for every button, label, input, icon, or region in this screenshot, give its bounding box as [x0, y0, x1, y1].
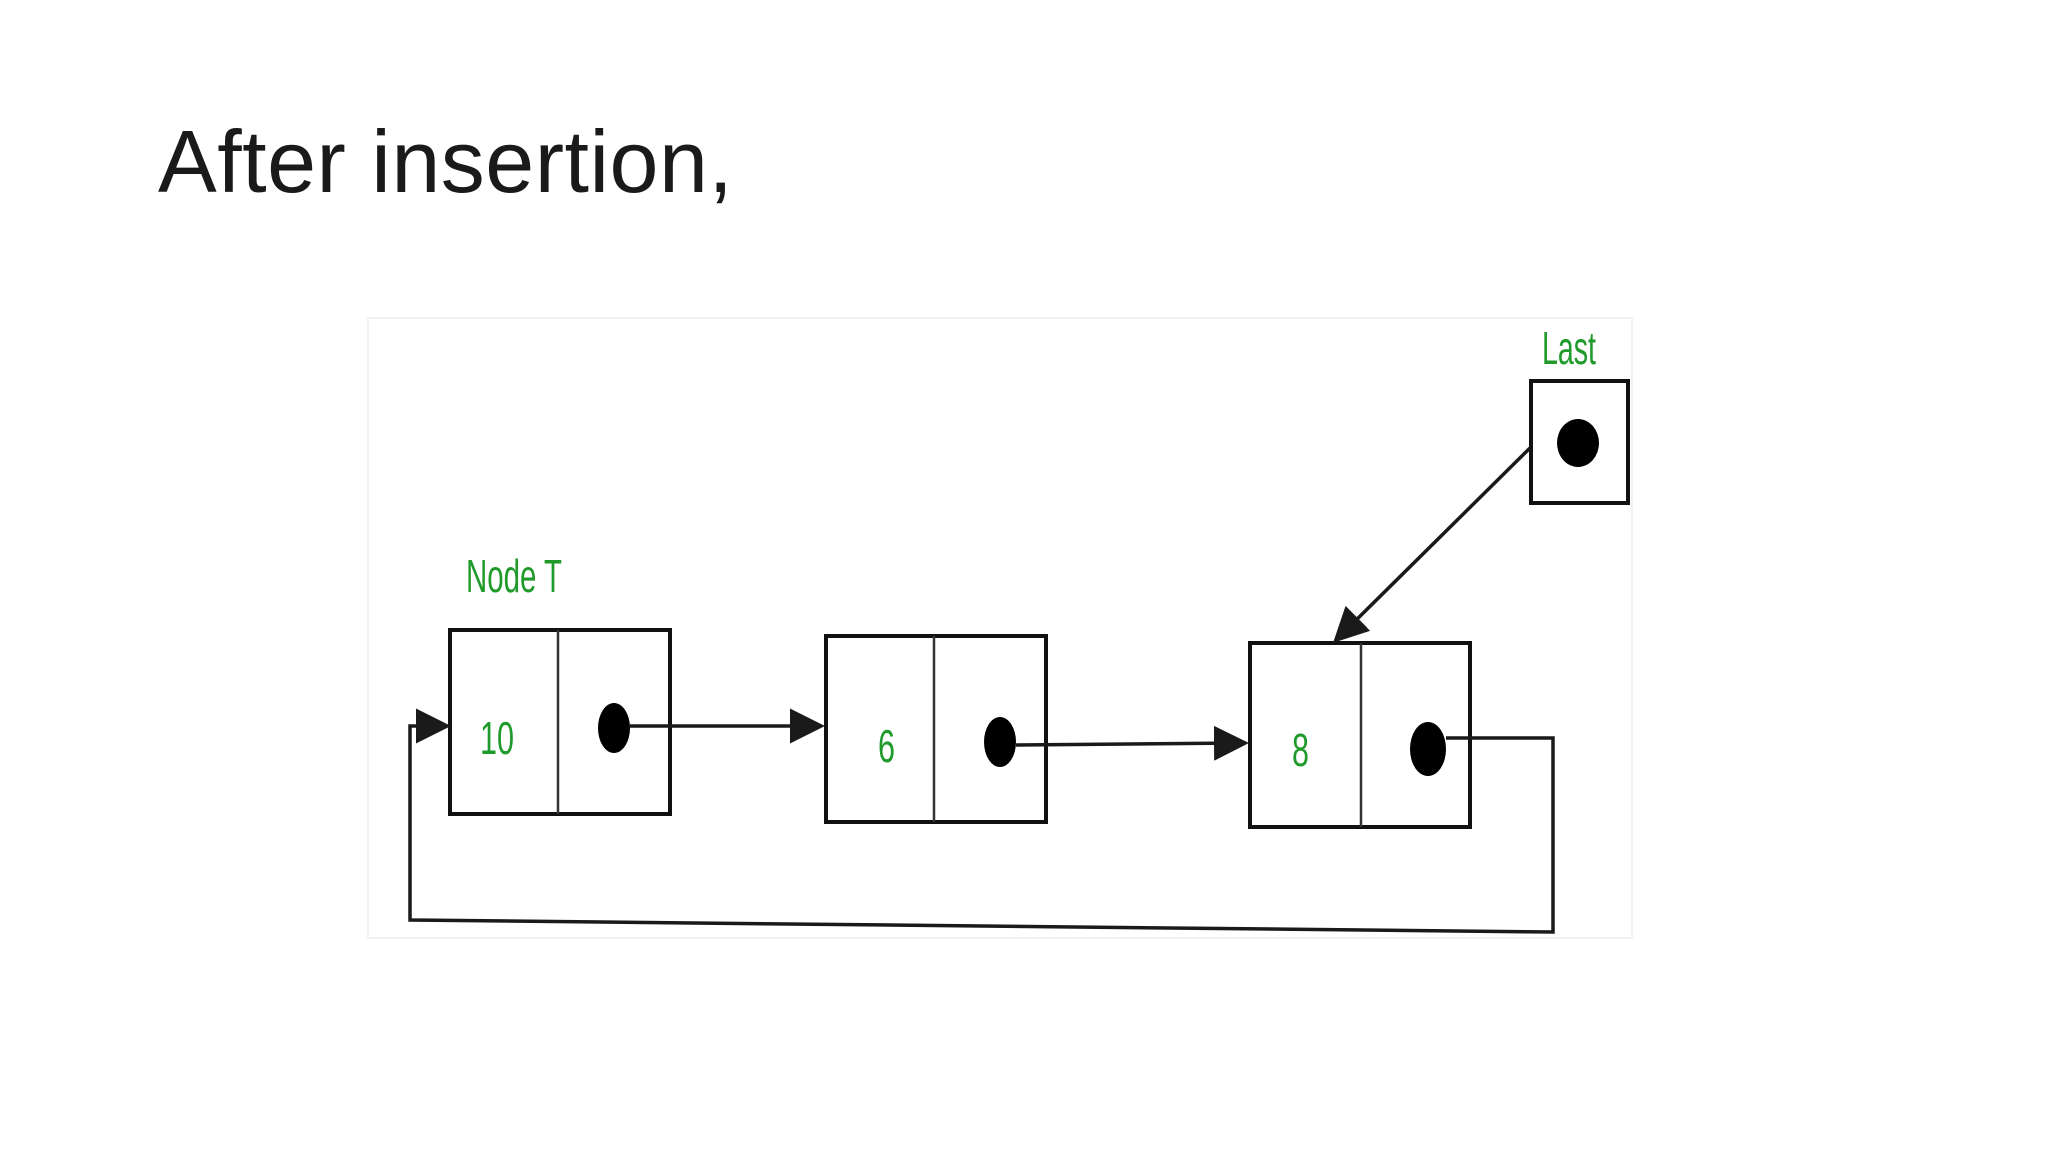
node-2: 6: [824, 634, 1048, 824]
link-node2-to-node3: [1015, 725, 1249, 761]
node-1-box: [448, 628, 672, 816]
node-t-label: Node T: [466, 550, 562, 602]
last-pointer-dot: [1557, 419, 1599, 467]
node-1-value: 10: [480, 712, 514, 764]
node-2-value: 6: [878, 720, 895, 772]
last-label: Last: [1542, 322, 1596, 374]
node-1: 10: [448, 628, 672, 816]
slide-title: After insertion,: [158, 112, 734, 211]
node-1-next-dot: [598, 703, 630, 753]
link-last-to-node3: [1333, 446, 1532, 643]
last-pointer: [1529, 379, 1630, 505]
node-3: 8: [1248, 641, 1472, 829]
link-node3-back-to-node1: [408, 708, 1555, 934]
node-3-next-dot: [1410, 722, 1446, 776]
node-3-value: 8: [1292, 724, 1309, 776]
node-2-next-dot: [984, 717, 1016, 767]
